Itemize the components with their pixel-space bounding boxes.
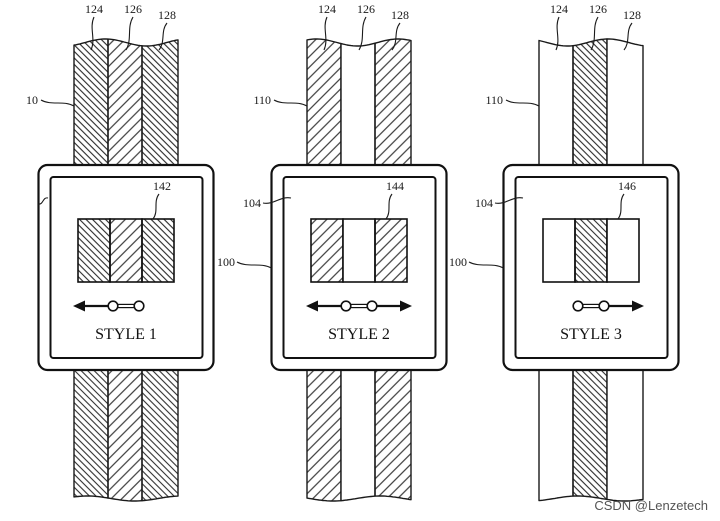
watch-2: STYLE 2 124 126 128 110 104 100 144 <box>217 2 448 502</box>
style-label: STYLE 3 <box>560 326 622 343</box>
preview-stripe-1 <box>77 218 111 283</box>
leader-band <box>273 99 308 107</box>
preview-stripe-2 <box>342 218 376 283</box>
watch-1: STYLE 1 124 126 128 10 142 <box>26 2 215 502</box>
left-arrow-head <box>73 300 85 312</box>
preview-stripe-1 <box>310 218 344 283</box>
connector-lug-left <box>572 300 584 312</box>
leader-display <box>385 193 393 220</box>
connector-bar <box>581 303 601 309</box>
ref-screen: 104 <box>243 196 261 210</box>
connector-bar <box>116 303 136 309</box>
preview-stripe-3 <box>606 218 640 283</box>
style-selector <box>73 300 145 312</box>
style-label: STYLE 1 <box>95 326 157 343</box>
reference-labels: 124 126 128 110 104 100 146 <box>449 2 641 269</box>
leader-stripe-1 <box>555 16 560 51</box>
preview-stripe-2 <box>574 218 608 283</box>
left-arrow-head <box>306 300 318 312</box>
left-arrow-icon <box>306 300 341 312</box>
leader-band <box>505 99 540 107</box>
right-arrow-icon <box>609 300 644 312</box>
left-arrow-icon <box>73 300 108 312</box>
connector-lug-left <box>340 300 352 312</box>
style-label: STYLE 2 <box>328 326 390 343</box>
ref-display: 142 <box>153 179 171 193</box>
connector-lug-right <box>366 300 378 312</box>
ref-band: 110 <box>253 93 271 107</box>
connector-lug-left <box>107 300 119 312</box>
leader-stripe-3 <box>623 22 633 51</box>
watch-body: STYLE 3 <box>502 163 680 372</box>
watch-body: STYLE 1 <box>37 163 215 372</box>
ref-stripe-2: 126 <box>589 2 607 16</box>
right-arrow-head <box>632 300 644 312</box>
ref-stripe-1: 124 <box>550 2 568 16</box>
ref-stripe-2: 126 <box>357 2 375 16</box>
ref-body: 100 <box>217 255 235 269</box>
leader-body <box>236 261 272 269</box>
style-selector <box>306 300 412 312</box>
reference-labels: 124 126 128 10 142 <box>26 2 176 220</box>
leader-stripe-3 <box>158 22 168 51</box>
leader-screen <box>262 197 292 204</box>
leader-stripe-1 <box>323 16 328 51</box>
ref-stripe-1: 124 <box>318 2 336 16</box>
leader-display <box>152 193 160 220</box>
preview-stripe-2 <box>109 218 143 283</box>
band-connector-icon <box>107 300 145 312</box>
band-connector-icon <box>340 300 378 312</box>
connector-lug-right <box>133 300 145 312</box>
ref-band: 110 <box>485 93 503 107</box>
leader-band <box>40 99 75 107</box>
ref-screen: 104 <box>475 196 493 210</box>
connector-bar <box>349 303 369 309</box>
leader-body <box>468 261 504 269</box>
watermark: CSDN @Lenzetech <box>594 498 708 513</box>
style-selector <box>572 300 644 312</box>
leader-stripe-1 <box>90 16 95 51</box>
preview-stripe-3 <box>374 218 408 283</box>
ref-band: 10 <box>26 93 38 107</box>
leader-screen <box>494 197 524 204</box>
watch-body: STYLE 2 <box>270 163 448 372</box>
leader-display <box>617 193 625 220</box>
band-preview <box>310 218 408 283</box>
connector-lug-right <box>598 300 610 312</box>
band-preview <box>77 218 175 283</box>
ref-display: 146 <box>618 179 636 193</box>
watch-3: STYLE 3 124 126 128 110 104 100 146 <box>449 2 680 502</box>
ref-display: 144 <box>386 179 404 193</box>
leader-stub <box>37 197 49 205</box>
ref-stripe-1: 124 <box>85 2 103 16</box>
preview-stripe-1 <box>542 218 576 283</box>
preview-stripe-3 <box>141 218 175 283</box>
reference-labels: 124 126 128 110 104 100 144 <box>217 2 409 269</box>
band-preview <box>542 218 640 283</box>
leader-stripe-2 <box>590 16 599 51</box>
leader-stripe-2 <box>125 16 134 51</box>
ref-stripe-3: 128 <box>623 8 641 22</box>
leader-stripe-2 <box>358 16 367 51</box>
band-connector-icon <box>572 300 610 312</box>
ref-stripe-3: 128 <box>158 8 176 22</box>
ref-body: 100 <box>449 255 467 269</box>
ref-stripe-2: 126 <box>124 2 142 16</box>
right-arrow-head <box>400 300 412 312</box>
right-arrow-icon <box>377 300 412 312</box>
leader-stripe-3 <box>391 22 401 51</box>
ref-stripe-3: 128 <box>391 8 409 22</box>
